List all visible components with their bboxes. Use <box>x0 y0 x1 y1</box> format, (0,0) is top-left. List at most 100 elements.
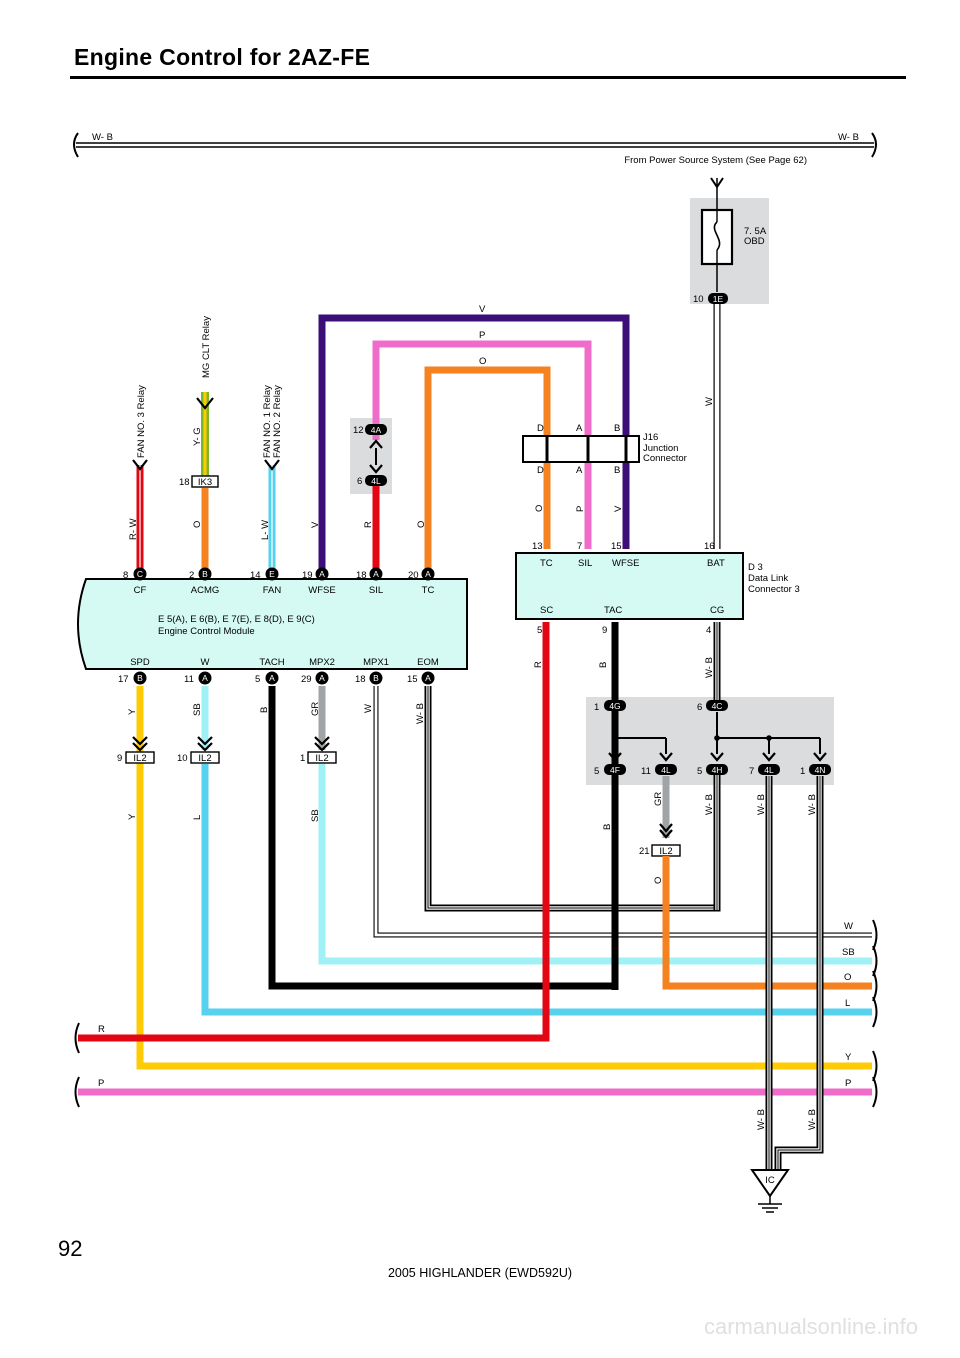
connector-il2-spd-label: IL2 <box>133 753 146 764</box>
c4h-pin: 5 <box>697 766 702 777</box>
connector-4n-label: 4N <box>815 765 826 775</box>
ecm-bot-pin-18: 18 <box>355 674 366 685</box>
label-gr-4l: GR <box>653 792 664 806</box>
ecm-bot-conn-a2-label: A <box>269 673 275 683</box>
footer-text: 2005 HIGHLANDER (EWD592U) <box>387 1266 573 1280</box>
connector-1e-label: 1E <box>713 294 724 304</box>
ecm-top-pin-8: 8 <box>123 570 128 581</box>
dlc-pin-9: 9 <box>602 625 607 636</box>
label-wb-4n: W- B <box>807 794 818 815</box>
fuse-rating: 7. 5A <box>744 226 767 237</box>
dlc-label-bat: BAT <box>707 558 725 569</box>
connector-il2-gr-label: IL2 <box>659 846 672 857</box>
ground-ic-triangle <box>750 1169 790 1198</box>
dlc-pin-15: 15 <box>611 541 622 552</box>
connector-ik3 <box>191 475 219 488</box>
jb-arrow-4n <box>813 752 827 762</box>
c4l-a-pin: 11 <box>641 766 651 777</box>
label-w-bat: W <box>704 397 715 406</box>
connector-4g <box>604 700 626 711</box>
label-b-tac: B <box>598 662 609 668</box>
ecm-label-spd: SPD <box>130 657 150 668</box>
label-wb-gnd1: W- B <box>756 1109 767 1130</box>
label-rw: R- W <box>128 518 139 540</box>
right-output-sb: SB <box>842 947 855 958</box>
connector-il2-w <box>190 751 220 764</box>
label-wb-gnd2: W- B <box>807 1109 818 1130</box>
obd-fuse <box>700 208 734 266</box>
label-o-top: O <box>479 356 486 367</box>
wire-sky-sb <box>318 764 872 965</box>
wire-lightblue-l <box>201 764 872 1016</box>
connector-4f <box>604 764 626 775</box>
ecm-top-conn-b-label: B <box>202 569 208 579</box>
wire-orange-tc <box>424 366 551 570</box>
ecm-label-tach: TACH <box>259 657 284 668</box>
ecm-top-conn-b <box>198 567 212 581</box>
wire-orange-il2 <box>662 856 872 990</box>
right-output-o: O <box>844 972 851 983</box>
il2-spd-arrows <box>132 736 148 752</box>
label-y-spd: Y <box>127 708 138 715</box>
connector-il2-mpx <box>307 751 337 764</box>
connector-4l-top-label: 4L <box>371 476 381 486</box>
dlc-label-tac: TAC <box>604 605 622 616</box>
ecm-label-mpx2: MPX2 <box>309 657 335 668</box>
ecm-label-w: W <box>201 657 210 668</box>
label-l-low: L <box>192 815 203 820</box>
il2-w-pin: 10 <box>177 753 188 764</box>
power-source-note: From Power Source System (See Page 62) <box>624 155 807 166</box>
ecm-bot-pin-5: 5 <box>255 674 260 685</box>
ecm-bot-conn-b1-label: B <box>137 673 143 683</box>
ecm-bot-conn-b2 <box>369 671 383 685</box>
wire-red-sc <box>78 622 550 1042</box>
relay-mgclt-label: MG CLT Relay <box>201 316 212 378</box>
connector-4h <box>706 764 728 775</box>
ecm-bot-conn-a2 <box>265 671 279 685</box>
ecm-bot-conn-a3-label: A <box>319 673 325 683</box>
connector-4l-b-label: 4L <box>764 765 774 775</box>
il2-mpx-arrows <box>314 736 330 752</box>
label-o-dlc: O <box>534 505 545 512</box>
wire-yellow-spd <box>136 686 872 1070</box>
label-sb-low: SB <box>310 809 321 822</box>
dlc-name-2: Connector 3 <box>748 584 800 595</box>
relay-fan2-label: FAN NO. 2 Relay <box>272 385 283 458</box>
ecm-top-pin-20: 20 <box>408 570 419 581</box>
c4f-pin: 5 <box>594 766 599 777</box>
power-bus <box>73 132 877 158</box>
wire-white-mpx1 <box>373 686 872 938</box>
connector-4a-label: 4A <box>371 425 382 435</box>
ecm-bot-conn-a4-label: A <box>425 673 431 683</box>
j16-bottom-a: A <box>576 465 583 476</box>
relay-arrow-fan3 <box>132 459 148 471</box>
ecm-bot-pin-17: 17 <box>118 674 129 685</box>
c4g-pin: 1 <box>594 702 599 713</box>
label-y-low: Y <box>127 813 138 820</box>
dlc-label-wfse: WFSE <box>612 558 639 569</box>
j16-name-2: Connector <box>643 453 687 464</box>
connector-il2-w-label: IL2 <box>198 753 211 764</box>
dlc-name-1: Data Link <box>748 573 788 584</box>
ecm-bot-conn-b1 <box>133 671 147 685</box>
j16-bottom-b: B <box>614 465 620 476</box>
j16-name-1: Junction <box>643 443 678 454</box>
ecm-label-tc: TC <box>422 585 435 596</box>
ground-ic-label: IC <box>765 1175 775 1186</box>
dlc-label-cg: CG <box>710 605 724 616</box>
label-o-tc: O <box>416 521 427 528</box>
ecm-name: Engine Control Module <box>158 626 255 637</box>
ecm-box <box>77 578 468 670</box>
bus-right-label: W- B <box>838 132 859 143</box>
label-sb-w: SB <box>192 703 203 716</box>
left-output-r: R <box>98 1024 105 1035</box>
ecm-label-eom: EOM <box>417 657 439 668</box>
bus-left-label: W- B <box>92 132 113 143</box>
junction-connector-j16 <box>522 435 640 463</box>
label-v-wfse: V <box>310 521 321 528</box>
ik3-pin: 18 <box>179 477 190 488</box>
junction-block-bus <box>612 712 821 754</box>
ecm-bot-pin-29: 29 <box>301 674 312 685</box>
ecm-bot-pin-11: 11 <box>184 674 194 685</box>
